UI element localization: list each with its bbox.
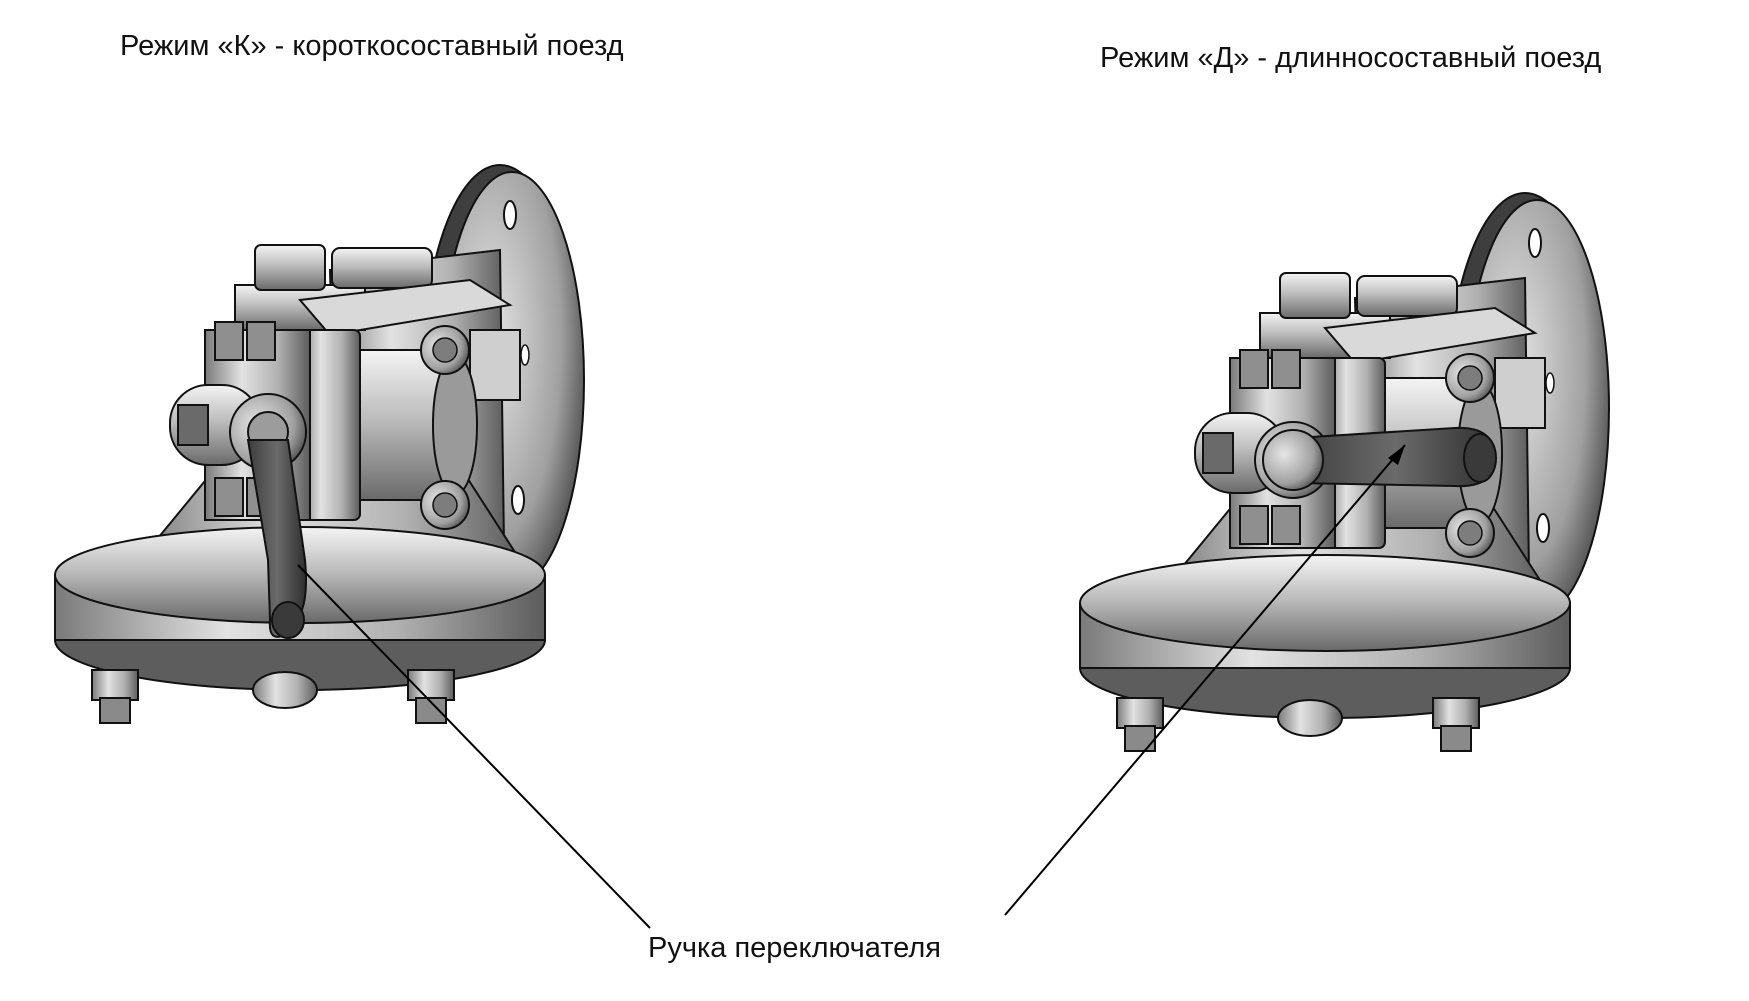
valve-mode-d-illustration [1079,192,1610,752]
mode-d-label: Режим «Д» - длинносоставный поезд [1100,42,1602,74]
valve-body-mode-k [54,164,585,724]
leader-arrowhead-right [1388,445,1405,465]
valve-mode-k-illustration [54,164,585,724]
leader-line-right [1004,444,1406,916]
handle-label: Ручка переключателя [648,932,941,964]
leader-line-left [297,564,651,929]
mode-k-label: Режим «К» - короткосоставный поезд [120,30,624,62]
